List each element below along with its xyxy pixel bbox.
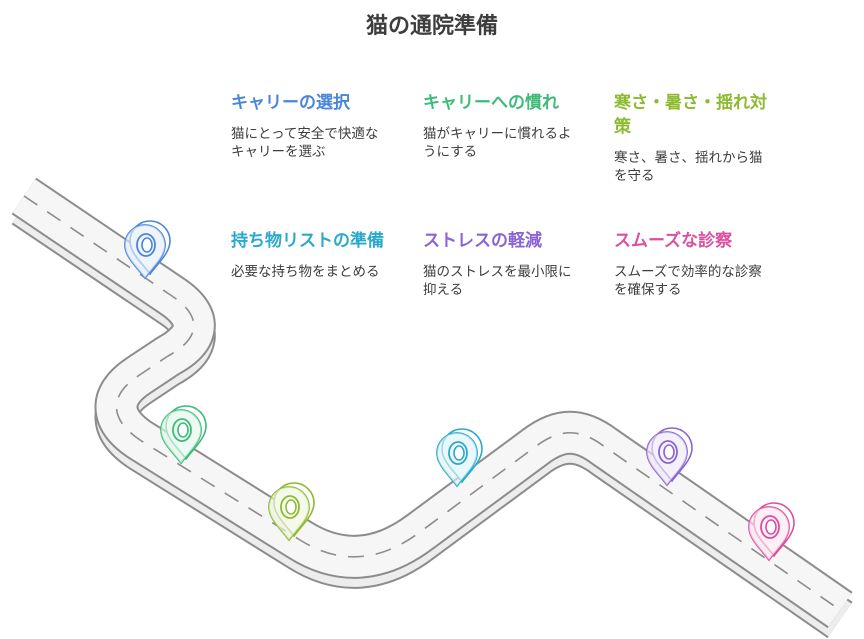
diagram-title: 猫の通院準備 [365, 14, 498, 39]
step-smooth-examination: スムーズな診察 スムーズで効率的な診察を確保する [614, 229, 774, 299]
step-title: 持ち物リストの準備 [231, 231, 384, 251]
location-pin-icon [124, 220, 171, 280]
step-title: キャリーの選択 [231, 93, 350, 113]
location-pin-icon [160, 405, 207, 465]
location-pin-icon [436, 428, 483, 488]
step-description: 寒さ、暑さ、揺れから猫を守る [614, 150, 763, 184]
location-pin-icon [646, 427, 693, 487]
step-description: 必要な持ち物をまとめる [231, 264, 380, 280]
step-temperature-shake-measures: 寒さ・暑さ・揺れ対策 寒さ、暑さ、揺れから猫を守る [614, 91, 774, 185]
step-packing-list: 持ち物リストの準備 必要な持ち物をまとめる [231, 229, 391, 281]
step-description: 猫のストレスを最小限に抑える [423, 264, 572, 298]
location-pin-icon [748, 502, 795, 562]
step-carrier-selection: キャリーの選択 猫にとって安全で快適なキャリーを選ぶ [231, 91, 391, 161]
step-description: 猫がキャリーに慣れるようにする [423, 126, 572, 160]
location-pin-icon [268, 482, 315, 542]
step-title: 寒さ・暑さ・揺れ対策 [614, 93, 767, 137]
step-description: 猫にとって安全で快適なキャリーを選ぶ [231, 126, 379, 160]
step-title: キャリーへの慣れ [423, 93, 559, 113]
step-stress-reduction: ストレスの軽減 猫のストレスを最小限に抑える [423, 229, 583, 299]
step-carrier-familiarization: キャリーへの慣れ 猫がキャリーに慣れるようにする [423, 91, 583, 161]
step-description: スムーズで効率的な診察を確保する [614, 264, 762, 298]
step-title: ストレスの軽減 [423, 231, 542, 251]
step-title: スムーズな診察 [614, 231, 733, 251]
